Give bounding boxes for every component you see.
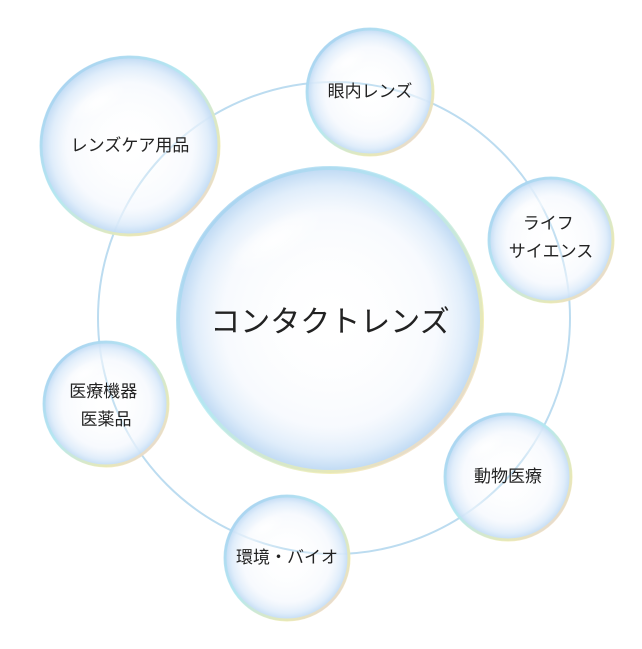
- center-label: コンタクトレンズ: [210, 305, 449, 340]
- bubble-eye[interactable]: 眼内レンズ: [305, 27, 435, 157]
- bubble-vet[interactable]: 動物医療: [443, 412, 573, 542]
- bubble-vet-label: 動物医療: [474, 467, 542, 487]
- bubble-env-label: 環境・バイオ: [236, 548, 338, 568]
- bubble-center[interactable]: コンタクトレンズ: [176, 166, 484, 474]
- bubble-env[interactable]: 環境・バイオ: [223, 494, 351, 622]
- bubble-life-label: ライフ サイエンス: [509, 214, 594, 262]
- bubble-life[interactable]: ライフ サイエンス: [487, 176, 615, 304]
- bubble-care[interactable]: レンズケア用品: [39, 55, 221, 237]
- bubble-eye-label: 眼内レンズ: [328, 82, 413, 102]
- bubble-care-label: レンズケア用品: [71, 136, 190, 156]
- bubble-med-label: 医療機器 医薬品: [69, 382, 142, 430]
- bubble-med[interactable]: 医療機器 医薬品: [42, 340, 170, 468]
